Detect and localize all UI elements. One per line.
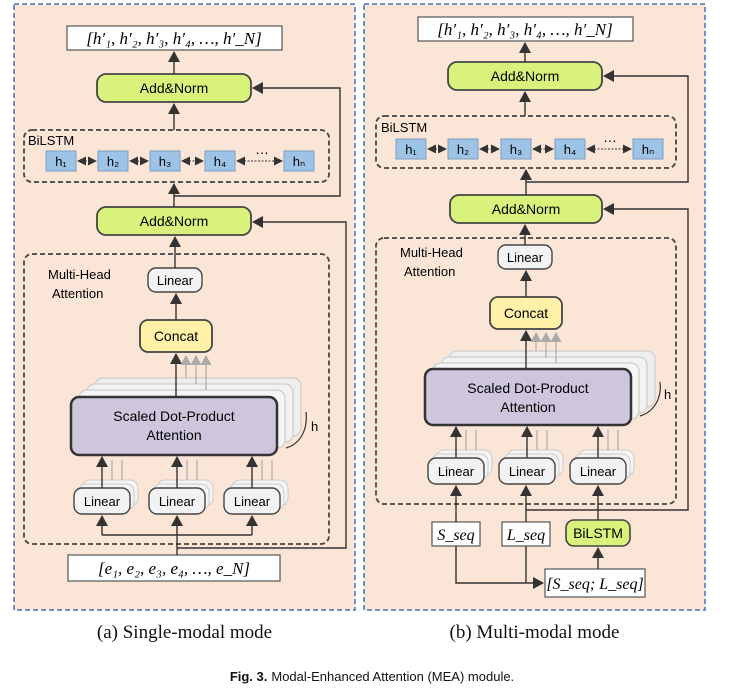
linear-top-label: Linear — [157, 273, 194, 288]
linear-3-label: Linear — [234, 494, 271, 509]
mha-label-line1: Multi-Head — [48, 267, 111, 282]
bilstm-box — [23, 129, 330, 183]
cell-h4 — [204, 150, 236, 172]
linear-2-label: Linear — [159, 494, 196, 509]
l-seq-label: L_seq — [506, 527, 545, 544]
concat-label: Concat — [504, 305, 548, 321]
cell-h1 — [395, 138, 427, 160]
s-seq-label: S_seq — [437, 527, 474, 544]
mha-label-line1: Multi-Head — [400, 245, 463, 260]
output-label: [h′₁, h′₂, h′₃, h′₄, …, h′_N] — [437, 20, 612, 39]
cell-h4 — [554, 138, 586, 160]
input-label: [e₁, e₂, e₃, e₄, …, e_N] — [98, 559, 250, 578]
addnorm-bottom-label: Add&Norm — [492, 201, 560, 217]
sdpa-line1: Scaled Dot-Product — [467, 380, 589, 396]
linear-3-label: Linear — [580, 464, 617, 479]
cell-hn-label: hₙ — [642, 142, 654, 157]
panel-a-arrows — [96, 51, 347, 555]
cell-h3 — [149, 150, 181, 172]
bilstm-small-label: BiLSTM — [573, 525, 623, 541]
bilstm-box — [375, 115, 677, 169]
cell-h4-label: h₄ — [214, 154, 227, 169]
figure-caption-prefix: Fig. 3. — [229, 669, 268, 684]
output-label: [h′₁, h′₂, h′₃, h′₄, …, h′_N] — [86, 29, 261, 48]
figure-caption: Fig. 3.Modal-Enhanced Attention (MEA) mo… — [0, 669, 744, 684]
sdpa-line2: Attention — [500, 399, 555, 415]
linear-1-label: Linear — [84, 494, 121, 509]
cell-h3 — [500, 138, 532, 160]
cell-h3-label: h₃ — [159, 154, 172, 169]
panel-multi-modal: [h′₁, h′₂, h′₃, h′₄, …, h′_N] Add&Norm B… — [363, 3, 706, 611]
concat-input-label: [S_seq; L_seq] — [546, 576, 643, 593]
linear-top-label: Linear — [507, 250, 544, 265]
figure-caption-text: Modal-Enhanced Attention (MEA) module. — [271, 669, 515, 684]
cell-h3-label: h₃ — [510, 142, 523, 157]
sdpa-box — [69, 395, 279, 457]
heads-label: h — [311, 419, 318, 434]
bilstm-cells: h₁ h₂ h₃ h₄ hₙ … — [395, 129, 664, 160]
addnorm-top-label: Add&Norm — [140, 80, 208, 96]
cell-h1 — [45, 150, 77, 172]
sdpa-box — [423, 367, 633, 427]
cell-hn — [632, 138, 664, 160]
caption-b: (b) Multi-modal mode — [449, 622, 620, 643]
panel-b-arrows — [450, 42, 689, 589]
bilstm-ellipsis: … — [255, 141, 269, 157]
addnorm-bottom-label: Add&Norm — [140, 213, 208, 229]
cell-h1-label: h₁ — [405, 142, 417, 157]
addnorm-top-label: Add&Norm — [491, 68, 559, 84]
mea-diagram: [h′₁, h′₂, h′₃, h′₄, …, h′_N] Add&Norm B… — [13, 3, 706, 611]
s-seq-box — [431, 521, 481, 547]
bilstm-label: BiLSTM — [28, 133, 74, 148]
output-box — [417, 16, 634, 42]
cell-h1-label: h₁ — [55, 154, 67, 169]
cell-h4-label: h₄ — [564, 142, 577, 157]
panel-b-ghost-arrows — [465, 332, 619, 450]
cell-h2-label: h₂ — [107, 154, 119, 169]
l-seq-box — [501, 521, 551, 547]
cell-h2 — [97, 150, 129, 172]
panel-single-modal: [h′₁, h′₂, h′₃, h′₄, …, h′_N] Add&Norm B… — [13, 3, 356, 611]
mha-label-line2: Attention — [52, 286, 103, 301]
linear-1-label: Linear — [438, 464, 475, 479]
output-box — [66, 25, 283, 51]
panel-a-ghost-arrows — [111, 355, 273, 480]
caption-a: (a) Single-modal mode — [96, 622, 273, 643]
cell-h2 — [447, 138, 479, 160]
input-box — [67, 554, 281, 582]
cell-h2-label: h₂ — [457, 142, 469, 157]
bilstm-ellipsis: … — [603, 129, 617, 145]
sdpa-line2: Attention — [146, 427, 201, 443]
bilstm-label: BiLSTM — [381, 120, 427, 135]
cell-hn-label: hₙ — [293, 154, 305, 169]
linear-2-label: Linear — [509, 464, 546, 479]
sdpa-line1: Scaled Dot-Product — [113, 408, 235, 424]
heads-label: h — [664, 387, 671, 402]
mha-label-line2: Attention — [404, 264, 455, 279]
bilstm-cells: h₁ h₂ h₃ h₄ hₙ … — [45, 141, 315, 172]
concat-label: Concat — [154, 328, 198, 344]
cell-hn — [283, 150, 315, 172]
concat-input-box — [544, 568, 646, 598]
